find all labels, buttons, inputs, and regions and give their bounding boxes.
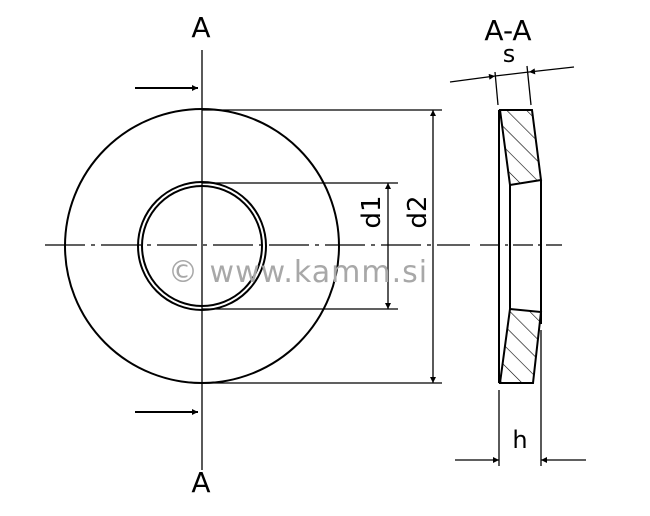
- s-label: s: [503, 40, 516, 68]
- d1-label: d1: [357, 195, 387, 228]
- watermark: © www.kamm.si: [168, 255, 428, 290]
- s-dimension-line: [494, 71, 530, 77]
- s-extension-left: [494, 71, 499, 106]
- section-top-hatched: [498, 109, 543, 187]
- h-label: h: [512, 426, 527, 454]
- s-arrow-right: [528, 66, 575, 75]
- section-label-bottom: A: [191, 466, 210, 499]
- section-bottom-hatched: [498, 307, 543, 384]
- front-view: A A d1 d2: [45, 11, 470, 499]
- d2-label: d2: [403, 195, 433, 228]
- inner-circle-inner: [141, 185, 263, 307]
- inner-circle-outer: [137, 181, 267, 311]
- section-view: A-A s h: [449, 14, 586, 466]
- section-label-top: A: [191, 11, 210, 44]
- s-arrow-left: [449, 73, 496, 83]
- section-title: A-A: [484, 14, 531, 47]
